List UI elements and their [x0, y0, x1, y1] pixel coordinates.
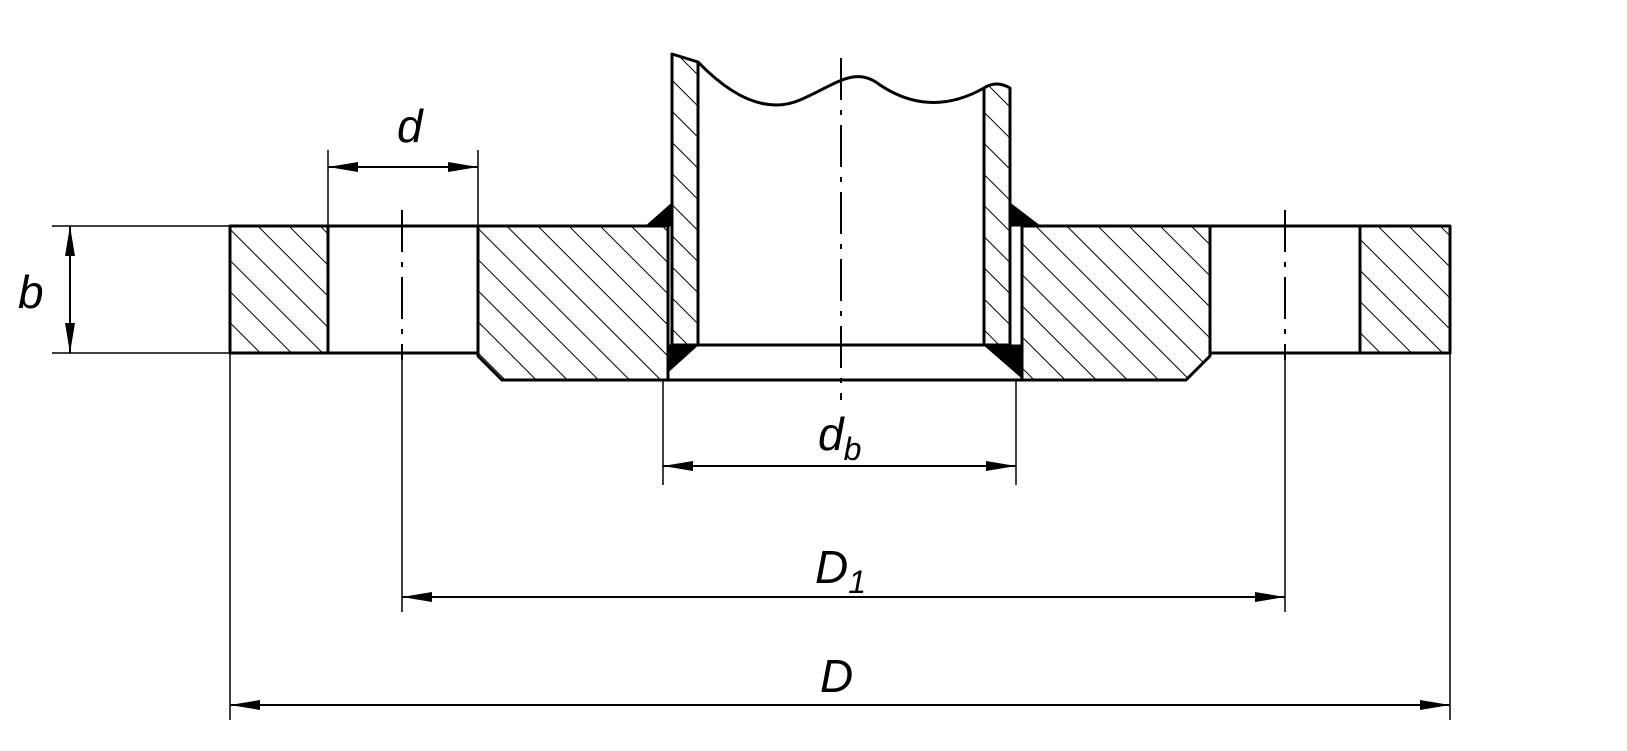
weld-bottom-right — [982, 344, 1023, 380]
weld-top-right — [1009, 201, 1042, 227]
pipe-break-line — [696, 60, 985, 107]
label-bore-subscript: b — [844, 431, 862, 467]
flange-section — [228, 224, 1452, 382]
label-bore-db: db — [818, 408, 861, 467]
dimension-lines — [65, 162, 1450, 710]
welds — [644, 201, 1042, 380]
label-pitch-main: D — [815, 541, 848, 593]
left-rim-hatch — [228, 224, 330, 355]
left-body-hatch — [476, 224, 670, 382]
label-pitch-d1: D1 — [815, 541, 866, 600]
label-outer-D: D — [820, 650, 853, 702]
right-rim-hatch — [1358, 224, 1452, 355]
left-pipe-wall — [670, 52, 700, 347]
center-lines — [401, 58, 1286, 400]
weld-bottom-left — [667, 344, 700, 374]
label-pitch-subscript: 1 — [848, 564, 866, 600]
right-body-hatch — [1020, 224, 1212, 382]
right-pipe-wall — [982, 82, 1012, 347]
label-bore-main: d — [818, 408, 845, 460]
label-thickness-b: b — [18, 266, 44, 318]
pipe — [670, 52, 1012, 347]
label-bolt-hole-d: d — [397, 100, 424, 152]
weld-top-left — [644, 201, 673, 227]
